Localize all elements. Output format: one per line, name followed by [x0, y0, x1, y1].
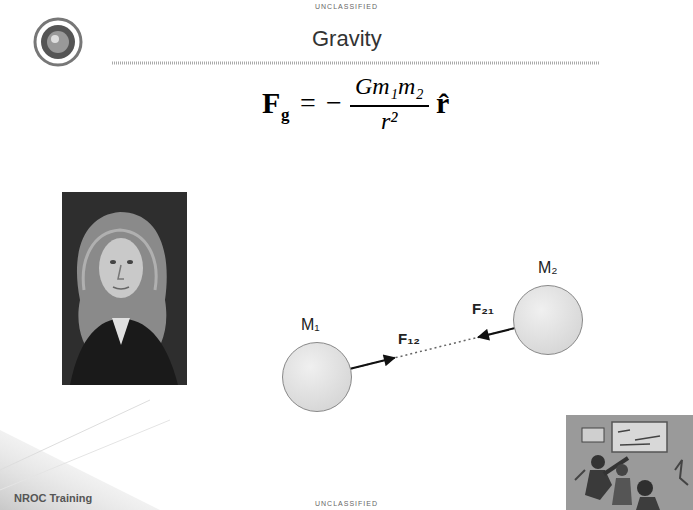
formula-denominator: r²: [381, 109, 398, 133]
formula-unit-vector: r̂: [436, 88, 449, 118]
formula-subscript: g: [281, 106, 290, 123]
corner-shade: [0, 430, 160, 510]
footer-text: NROC Training: [14, 492, 92, 504]
mass-label: M₂: [538, 259, 558, 277]
mass-circle: M₁: [282, 342, 352, 412]
slide-title: Gravity: [312, 26, 382, 52]
force-label: F₂₁: [472, 300, 494, 317]
mass-circle: M₂: [513, 285, 583, 355]
formula-equals: =: [300, 89, 316, 117]
formula-numerator: Gm₁m₂: [355, 74, 424, 98]
fraction-bar: [350, 105, 429, 107]
title-rule: [112, 62, 600, 65]
cartoon-illustration: [566, 415, 693, 510]
logo: [35, 19, 81, 65]
formula-force: F: [262, 88, 280, 118]
classification-banner: UNCLASSIFIED: [315, 3, 378, 10]
force-label: F₁₂: [398, 330, 420, 347]
newton-portrait: [62, 192, 187, 385]
corner-line: [0, 420, 170, 490]
classification-banner: UNCLASSIFIED: [315, 500, 378, 507]
mass-label: M₁: [301, 316, 320, 334]
formula-minus: −: [326, 89, 342, 117]
